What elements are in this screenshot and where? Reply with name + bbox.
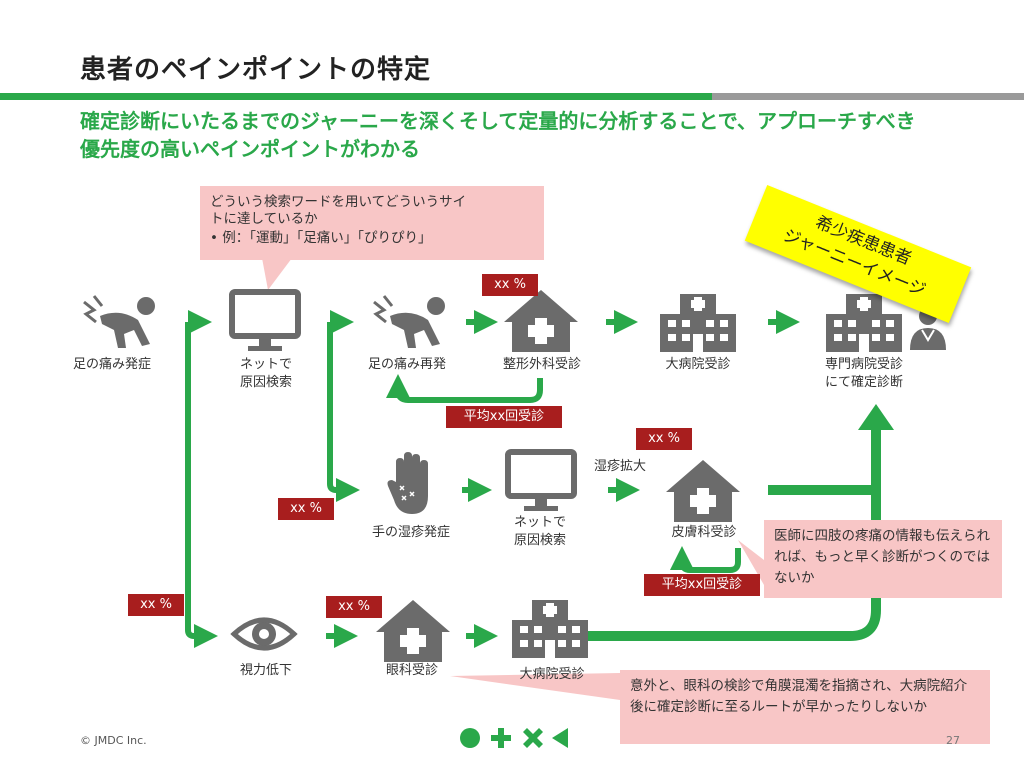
copyright-footer: © JMDC Inc. (80, 734, 147, 747)
eye-note-pointer (450, 673, 620, 700)
derm-visits-badge: 平均xx回受診 (644, 574, 760, 596)
house-clinic-icon (504, 290, 578, 352)
page-number: 27 (946, 734, 960, 747)
house-clinic-icon (376, 600, 450, 662)
search-note-line: トに達しているか (210, 211, 318, 227)
monitor-icon (505, 449, 577, 511)
ortho-visits-badge: 平均xx回受診 (446, 406, 562, 428)
search-note-line: • 例：「運動」「足痛い」「ぴりぴり」 (210, 230, 432, 246)
monitor-icon (229, 289, 301, 351)
search-note-pointer (262, 258, 292, 290)
node-label-line: ネットで (239, 357, 292, 372)
title-underline-gray (712, 93, 1024, 100)
hospital-building-icon (826, 294, 902, 352)
derm-loop-connector (670, 546, 741, 573)
page-title: 患者のペインポイントの特定 (80, 55, 432, 85)
search-note-line: どういう検索ワードを用いてどういうサイ (210, 194, 467, 210)
node-net-search-1: ネットで 原因検索 (226, 356, 306, 392)
derm-percent-badge: xx % (636, 428, 692, 450)
search-keyword-note: どういう検索ワードを用いてどういうサイ トに達しているか • 例：「運動」「足痛… (200, 186, 544, 260)
ortho-loop-connector (386, 374, 543, 403)
node-label-line: にて確定診断 (824, 375, 903, 390)
page-subtitle: 確定診断にいたるまでのジャーニーを深くそして定量的に分析することで、アプローチす… (80, 109, 916, 161)
eye-insight-note: 意外と、眼科の検診で角膜混濁を指摘され、大病院紹介後に確定診断に至るルートが早か… (620, 670, 990, 744)
node-label-line: ネットで (513, 515, 566, 530)
node-vision-loss: 視力低下 (239, 663, 292, 678)
node-ortho: 整形外科受診 (502, 357, 581, 372)
eye-percent-badge: xx % (326, 596, 382, 618)
hand-rash-icon (387, 452, 428, 514)
title-underline-green (0, 93, 712, 100)
derm-insight-note: 医師に四肢の疼痛の情報も伝えられれば、もっと早く診断がつくのではないか (764, 520, 1002, 598)
node-big-hospital-1: 大病院受診 (665, 357, 731, 372)
node-label-line: 専門病院受診 (824, 357, 903, 372)
node-eye-clinic: 眼科受診 (385, 663, 438, 678)
node-label-line: 原因検索 (513, 533, 566, 548)
hospital-building-icon (512, 600, 588, 658)
derm-note-pointer (738, 540, 764, 585)
vision-percent-badge: xx % (128, 594, 184, 616)
footer-logo-marks (460, 728, 568, 748)
eye-to-specialist-connector (582, 428, 881, 641)
node-foot-onset: 足の痛み発症 (72, 357, 151, 372)
branch-vision-connector (185, 322, 218, 648)
pain-person-icon (373, 295, 445, 348)
node-specialist: 専門病院受診 にて確定診断 (812, 356, 916, 392)
node-net-search-2: ネットで 原因検索 (500, 514, 580, 550)
branch-hand-connector (327, 322, 360, 502)
node-foot-relapse: 足の痛み再発 (367, 357, 446, 372)
hospital-building-icon (660, 294, 736, 352)
node-big-hospital-2: 大病院受診 (519, 667, 585, 682)
hand-percent-badge: xx % (278, 498, 334, 520)
house-clinic-icon (666, 460, 740, 522)
node-label-line: 原因検索 (239, 375, 292, 390)
node-derm: 皮膚科受診 (671, 525, 737, 540)
eye-icon (230, 617, 298, 651)
node-rash-spread: 湿疹拡大 (593, 459, 646, 474)
pain-person-icon (83, 295, 155, 348)
node-hand-rash: 手の湿疹発症 (371, 525, 450, 540)
ortho-percent-badge: xx % (482, 274, 538, 296)
